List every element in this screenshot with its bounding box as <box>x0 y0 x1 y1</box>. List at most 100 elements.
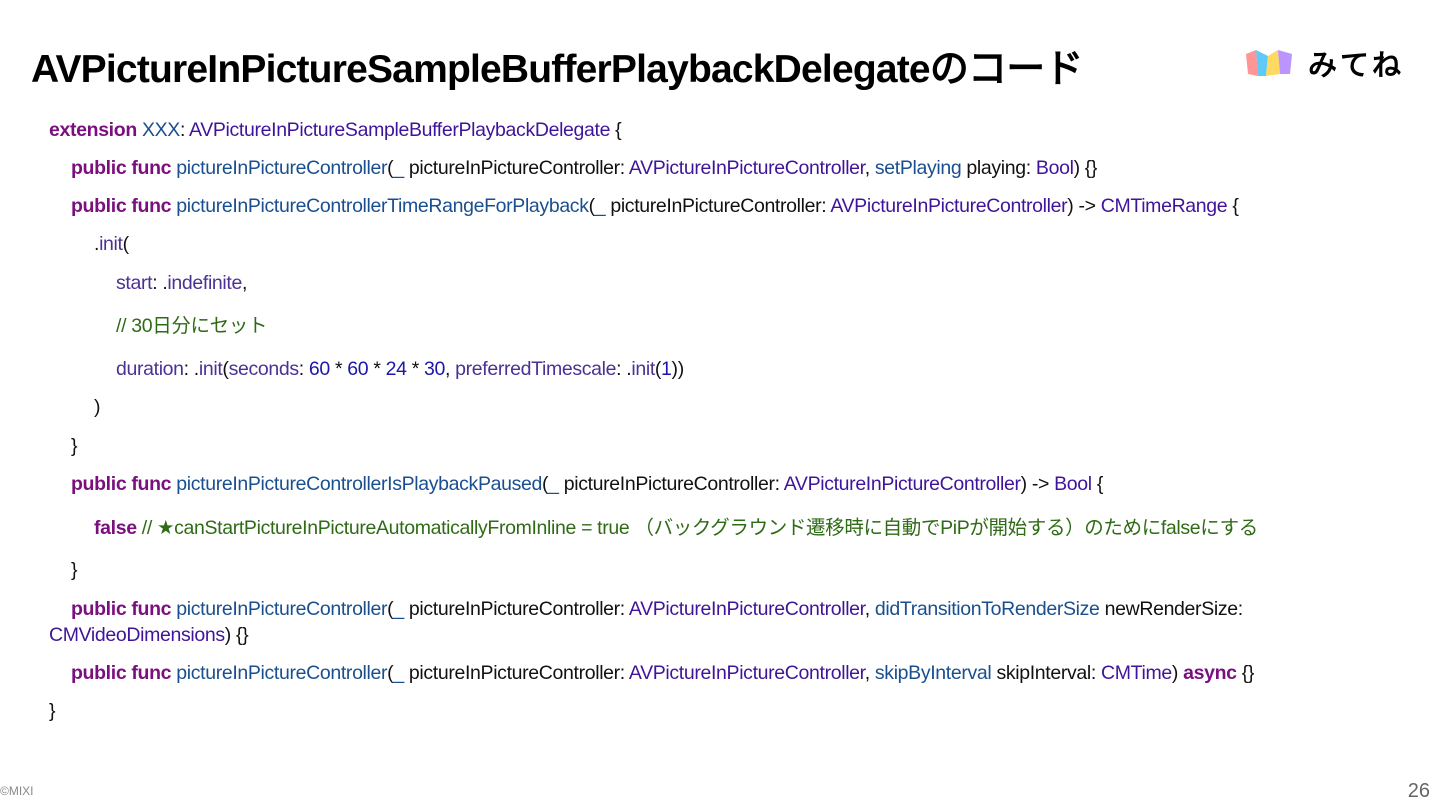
code-token: { <box>610 119 622 141</box>
code-token: . <box>94 233 100 255</box>
code-token: seconds <box>228 358 300 380</box>
code-token: public <box>71 195 127 217</box>
code-token: 60 <box>308 358 330 380</box>
code-line: } <box>49 700 56 723</box>
code-token: AVPictureInPictureSampleBufferPlaybackDe… <box>189 119 611 141</box>
code-token: ( <box>222 358 229 380</box>
code-token: { <box>1091 473 1104 495</box>
code-line: public func pictureInPictureController(_… <box>71 662 1254 685</box>
code-line: extension XXX: AVPictureInPictureSampleB… <box>49 119 622 142</box>
code-token: didTransitionToRenderSize <box>874 598 1100 620</box>
code-token: ( <box>122 233 130 255</box>
code-token: ( <box>387 662 394 684</box>
code-token: , <box>445 358 456 380</box>
code-token: { <box>1227 195 1239 217</box>
code-token: 60 <box>347 358 369 380</box>
code-line: } <box>71 435 78 458</box>
code-token: newRenderSize: <box>1099 598 1244 620</box>
code-line: public func pictureInPictureController(_… <box>71 157 1097 180</box>
code-token: extension <box>49 119 137 141</box>
code-token: * <box>329 358 348 380</box>
code-token: func <box>131 195 172 217</box>
code-token: ( <box>387 598 394 620</box>
copyright: ©MIXI <box>0 784 34 798</box>
code-token: func <box>131 662 172 684</box>
code-token: setPlaying <box>874 157 962 179</box>
slide-title: AVPictureInPictureSampleBufferPlaybackDe… <box>31 48 1083 91</box>
code-token: , <box>864 157 875 179</box>
code-token: _ <box>393 662 404 684</box>
code-line: public func pictureInPictureControllerTi… <box>71 195 1239 218</box>
code-token: _ <box>393 157 404 179</box>
code-token: ) <box>1171 662 1184 684</box>
code-line: .init( <box>94 233 129 256</box>
code-token: * <box>406 358 425 380</box>
code-token: } <box>49 700 56 722</box>
code-token: pictureInPictureController: <box>558 473 784 495</box>
code-token: ) -> <box>1067 195 1101 217</box>
code-token: ( <box>654 358 662 380</box>
page-number: 26 <box>1407 780 1430 802</box>
code-token: pictureInPictureControllerTimeRangeForPl… <box>176 195 589 217</box>
code-token: {} <box>1236 662 1255 684</box>
code-token: func <box>131 598 172 620</box>
code-token: AVPictureInPictureController <box>830 195 1068 217</box>
code-token: init <box>198 358 223 380</box>
code-token: AVPictureInPictureController <box>628 598 865 620</box>
code-token: , <box>241 272 248 294</box>
code-token: CMTime <box>1101 662 1172 684</box>
code-token: pictureInPictureController: <box>403 662 629 684</box>
code-token: func <box>131 473 172 495</box>
code-token: init <box>99 233 123 255</box>
code-token: XXX <box>141 119 180 141</box>
code-token: pictureInPictureController: <box>403 157 629 179</box>
code-token: false <box>94 517 137 539</box>
code-token: Bool <box>1054 473 1092 495</box>
code-line: start: .indefinite, <box>116 272 247 295</box>
code-token: ) {} <box>224 624 249 646</box>
code-token: public <box>71 598 127 620</box>
code-token: func <box>131 157 172 179</box>
code-token: skipByInterval <box>874 662 992 684</box>
code-token: pictureInPictureControllerIsPlaybackPaus… <box>176 473 542 495</box>
mitene-logo-icon <box>1246 50 1292 76</box>
code-token: , <box>864 598 875 620</box>
code-token: AVPictureInPictureController <box>783 473 1021 495</box>
brand-name: みてね <box>1308 50 1405 82</box>
code-line: false // ★canStartPictureInPictureAutoma… <box>94 511 1258 540</box>
code-token: _ <box>594 195 606 217</box>
code-token: 1 <box>661 358 672 380</box>
code-token: pictureInPictureController <box>176 662 388 684</box>
code-line: // 30日分にセット <box>116 309 267 338</box>
code-token: _ <box>393 598 404 620</box>
code-token: )) <box>671 358 685 380</box>
code-token: init <box>631 358 655 380</box>
code-token: : <box>179 119 190 141</box>
code-token: start <box>116 272 153 294</box>
code-token: AVPictureInPictureController <box>628 662 865 684</box>
code-line: public func pictureInPictureControllerIs… <box>71 473 1103 496</box>
code-token: _ <box>548 473 559 495</box>
code-token: duration <box>116 358 184 380</box>
code-token: : . <box>616 358 632 380</box>
code-token: public <box>71 473 127 495</box>
code-token: pictureInPictureController: <box>403 598 629 620</box>
code-token: ) {} <box>1073 157 1098 179</box>
code-token: } <box>71 559 78 581</box>
code-token: Bool <box>1035 157 1074 179</box>
code-token: playing: <box>961 157 1036 179</box>
code-token: indefinite <box>167 272 242 294</box>
code-token: , <box>864 662 875 684</box>
code-token: async <box>1183 662 1237 684</box>
code-line: } <box>71 559 78 582</box>
code-token: : <box>298 358 309 380</box>
code-token: ) <box>94 396 101 418</box>
code-token: skipInterval: <box>991 662 1102 684</box>
code-line: CMVideoDimensions) {} <box>49 624 249 647</box>
code-token: : . <box>152 272 168 294</box>
code-token: CMTimeRange <box>1100 195 1228 217</box>
code-token: CMVideoDimensions <box>49 624 225 646</box>
code-line: public func pictureInPictureController(_… <box>71 598 1243 621</box>
code-token: ( <box>387 157 394 179</box>
code-token: ( <box>588 195 596 217</box>
